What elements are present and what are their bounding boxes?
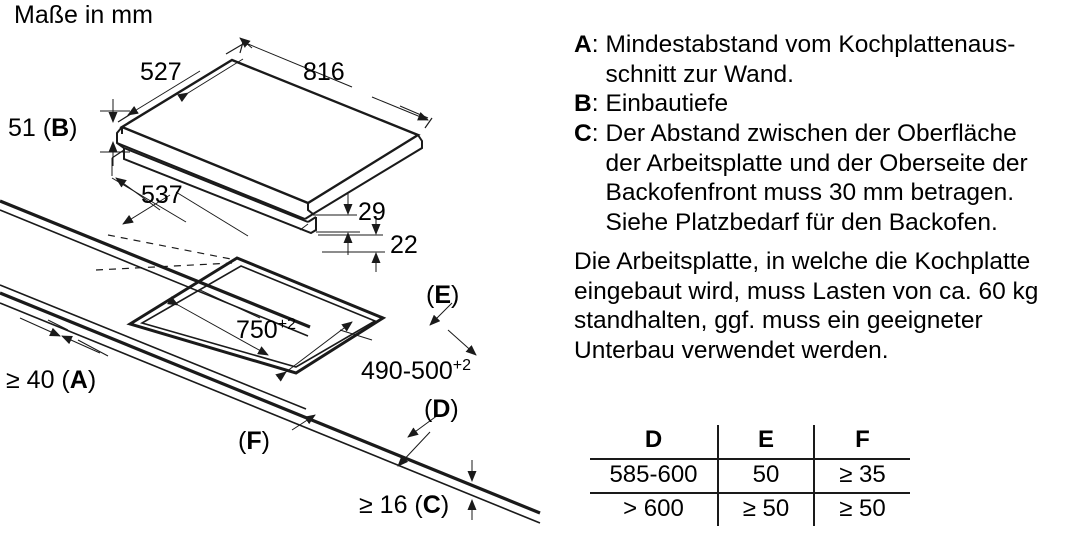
legend-text-b: Einbautiefe (605, 90, 729, 118)
table-cell-f-2: ≥ 50 (813, 493, 910, 526)
legend-text-c-line2: der Arbeitsplatte und der Oberseite der (605, 149, 1028, 177)
dim-750: 750+2 (236, 316, 296, 344)
callout-e: (E) (426, 281, 459, 309)
table-cell-e-2: ≥ 50 (717, 493, 814, 526)
dim-527: 527 (140, 58, 182, 86)
legend-text-a-line2: schnitt zur Wand. (605, 60, 794, 88)
table-header-f: F (813, 425, 910, 460)
load-note-line2: eingebaut wird, muss Lasten von ca. 60 k… (574, 277, 1039, 305)
table-header-d: D (590, 425, 718, 460)
dim-16-c: ≥ 16 (C) (359, 491, 449, 519)
dimension-table: D E F 585-600 50 ≥ 35 > 600 ≥ 50 ≥ 50 (590, 425, 910, 526)
table-row: 585-600 50 ≥ 35 (590, 459, 910, 494)
load-note-line4: Unterbau verwendet werden. (574, 336, 889, 364)
legend-key-c: C (574, 119, 592, 147)
legend-item-b: B : Einbautiefe (574, 89, 1080, 119)
installation-drawing: Maße in mm (0, 1, 541, 524)
dim-51-b: 51 (B) (8, 114, 77, 142)
legend-text-c-line3: Backofenfront muss 30 mm betragen. (605, 179, 1015, 207)
table-header-e: E (717, 425, 814, 460)
table-cell-d-1: 585-600 (590, 459, 718, 494)
dim-490-500: 490-500+2 (361, 357, 471, 385)
legend-colon-b: : (591, 90, 599, 118)
load-note-line1: Die Arbeitsplatte, in welche die Kochpla… (574, 248, 1031, 275)
load-note: Die Arbeitsplatte, in welche die Kochpla… (574, 247, 1080, 366)
load-note-line3: standhalten, ggf. muss ein geeigneter (574, 307, 983, 335)
table-header-row: D E F (590, 425, 910, 460)
table-row: > 600 ≥ 50 ≥ 50 (590, 493, 910, 526)
callout-f: (F) (238, 427, 270, 455)
legend-list: A : Mindestabstand vom Kochplattenaus- s… (574, 30, 1080, 237)
legend-text-c-line4: Siehe Platzbedarf für den Backofen. (605, 208, 998, 236)
dim-537: 537 (141, 181, 183, 209)
table-cell-f-1: ≥ 35 (813, 459, 910, 494)
units-note: Maße in mm (14, 1, 153, 29)
dim-29: 29 (358, 198, 386, 226)
drawing-svg: 527 816 51 (B) 537 29 22 750+2 490-500+2… (0, 37, 541, 524)
legend-text-c-line1: Der Abstand zwischen der Oberfläche (605, 119, 1017, 147)
callout-d: (D) (424, 395, 459, 423)
legend-text-c: Der Abstand zwischen der Oberfläche der … (606, 119, 1080, 238)
legend-colon-c: : (591, 119, 599, 147)
dim-40-a: ≥ 40 (A) (6, 366, 96, 394)
dim-22: 22 (390, 231, 418, 259)
legend-key-a: A (574, 31, 592, 58)
legend-key-b: B (574, 90, 592, 118)
legend-item-a: A : Mindestabstand vom Kochplattenaus- s… (574, 30, 1080, 89)
table-cell-e-1: 50 (717, 459, 814, 494)
dim-816: 816 (303, 58, 345, 86)
legend-text-a-line1: Mindestabstand vom Kochplattenaus- (605, 31, 1016, 58)
legend-colon-a: : (591, 31, 599, 58)
text-panel: A : Mindestabstand vom Kochplattenaus- s… (570, 0, 1080, 533)
legend-text-a: Mindestabstand vom Kochplattenaus- schni… (606, 30, 1080, 89)
legend-item-c: C : Der Abstand zwischen der Oberfläche … (574, 119, 1080, 238)
table-cell-d-2: > 600 (623, 495, 684, 522)
